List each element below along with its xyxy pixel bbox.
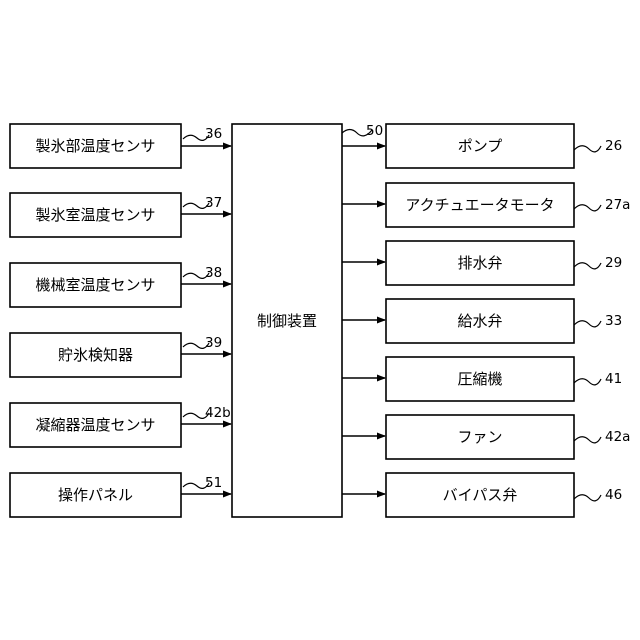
input-ref: 51	[205, 475, 222, 491]
input-ref: 42b	[205, 405, 231, 421]
output-label: 圧縮機	[457, 370, 502, 388]
input-0: 製氷部温度センサ 36	[10, 124, 231, 168]
output-4: 圧縮機 41	[342, 357, 622, 401]
output-label: ポンプ	[458, 137, 503, 155]
output-ref: 29	[605, 255, 622, 271]
input-label: 機械室温度センサ	[35, 276, 155, 294]
output-ref-leader	[574, 321, 601, 327]
output-ref: 27a	[605, 197, 630, 213]
output-6: バイパス弁 46	[342, 473, 622, 517]
output-ref: 41	[605, 371, 622, 387]
output-label: 給水弁	[457, 312, 502, 330]
output-ref-leader	[574, 495, 601, 501]
input-ref: 36	[205, 126, 222, 142]
input-ref: 39	[205, 335, 222, 351]
input-label: 操作パネル	[58, 486, 133, 504]
output-label: ファン	[457, 428, 502, 446]
output-ref-leader	[574, 146, 601, 152]
input-3: 貯氷検知器 39	[10, 333, 231, 377]
output-1: アクチュエータモータ 27a	[342, 183, 630, 227]
input-label: 貯氷検知器	[58, 346, 133, 364]
input-2: 機械室温度センサ 38	[10, 263, 231, 307]
output-ref: 46	[605, 487, 622, 503]
output-label: 排水弁	[457, 254, 502, 272]
output-2: 排水弁 29	[342, 241, 622, 285]
input-label: 凝縮器温度センサ	[35, 416, 155, 434]
controller-ref: 50	[366, 123, 383, 139]
controller-label: 制御装置	[257, 312, 317, 330]
output-ref: 33	[605, 313, 622, 329]
input-ref: 38	[205, 265, 222, 281]
input-4: 凝縮器温度センサ 42b	[10, 403, 231, 447]
output-3: 給水弁 33	[342, 299, 622, 343]
output-5: ファン 42a	[342, 415, 630, 459]
output-ref: 26	[605, 138, 622, 154]
input-label: 製氷室温度センサ	[35, 206, 155, 224]
output-ref-leader	[574, 379, 601, 385]
output-0: ポンプ 26	[342, 124, 622, 168]
input-5: 操作パネル 51	[10, 473, 231, 517]
output-ref: 42a	[605, 429, 630, 445]
output-label: アクチュエータモータ	[405, 196, 554, 214]
input-1: 製氷室温度センサ 37	[10, 193, 231, 237]
output-ref-leader	[574, 437, 601, 443]
output-ref-leader	[574, 263, 601, 269]
output-ref-leader	[574, 205, 601, 211]
input-ref: 37	[205, 195, 222, 211]
input-label: 製氷部温度センサ	[35, 137, 155, 155]
output-label: バイパス弁	[443, 486, 518, 504]
